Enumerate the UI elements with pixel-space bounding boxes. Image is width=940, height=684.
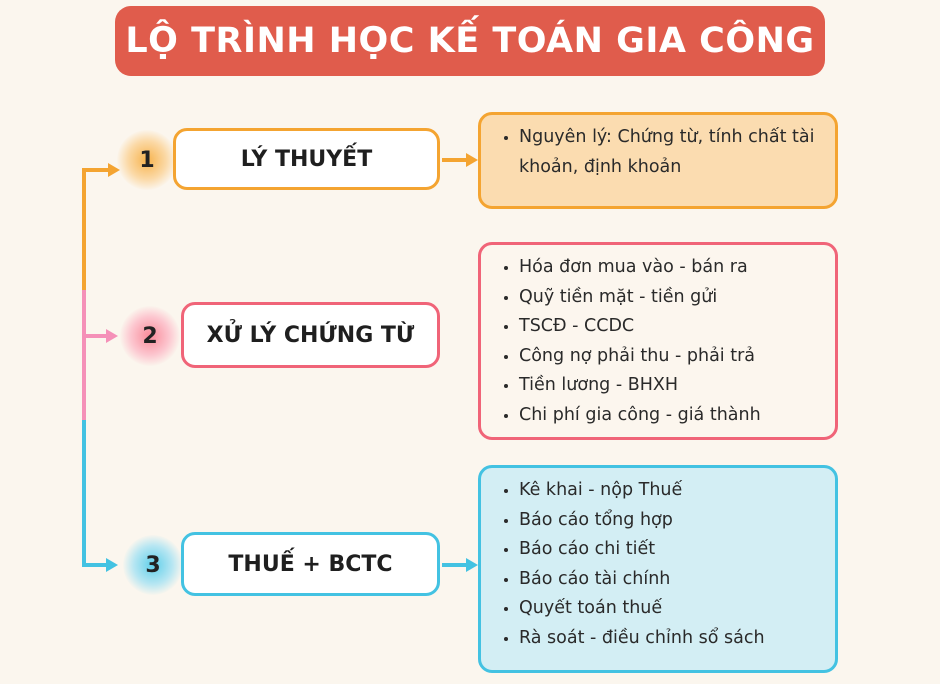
list-item: Báo cáo tài chính [519,565,821,595]
list-item: Tiền lương - BHXH [519,371,821,401]
stage-number-3: 3 [123,535,183,595]
list-item: Kê khai - nộp Thuế [519,476,821,506]
stage-1-list: Nguyên lý: Chứng từ, tính chất tài khoản… [495,123,821,182]
list-item: Báo cáo tổng hợp [519,506,821,536]
list-item: TSCĐ - CCDC [519,312,821,342]
list-item: Quỹ tiền mặt - tiền gửi [519,283,821,313]
stage-1-panel: Nguyên lý: Chứng từ, tính chất tài khoản… [478,112,838,209]
stage-2-list: Hóa đơn mua vào - bán ra Quỹ tiền mặt - … [495,253,821,430]
stage-label-tax-reports: THUẾ + BCTC [181,532,440,596]
list-item: Nguyên lý: Chứng từ, tính chất tài khoản… [519,123,821,182]
arrow-icon [466,558,478,572]
list-item: Quyết toán thuế [519,594,821,624]
list-item: Chi phí gia công - giá thành [519,401,821,431]
page-title: LỘ TRÌNH HỌC KẾ TOÁN GIA CÔNG [115,6,825,76]
arrow-icon [466,153,478,167]
list-item: Hóa đơn mua vào - bán ra [519,253,821,283]
arrow-icon [106,329,118,343]
arrow-icon [106,558,118,572]
arrow-icon [108,163,120,177]
list-item: Công nợ phải thu - phải trả [519,342,821,372]
stage-label-documents: XỬ LÝ CHỨNG TỪ [181,302,440,368]
stage-3-list: Kê khai - nộp Thuế Báo cáo tổng hợp Báo … [495,476,821,653]
list-item: Rà soát - điều chỉnh sổ sách [519,624,821,654]
list-item: Báo cáo chi tiết [519,535,821,565]
stage-label-theory: LÝ THUYẾT [173,128,440,190]
stage-number-2: 2 [120,306,180,366]
stage-number-1: 1 [117,130,177,190]
stage-3-panel: Kê khai - nộp Thuế Báo cáo tổng hợp Báo … [478,465,838,673]
stage-2-panel: Hóa đơn mua vào - bán ra Quỹ tiền mặt - … [478,242,838,440]
